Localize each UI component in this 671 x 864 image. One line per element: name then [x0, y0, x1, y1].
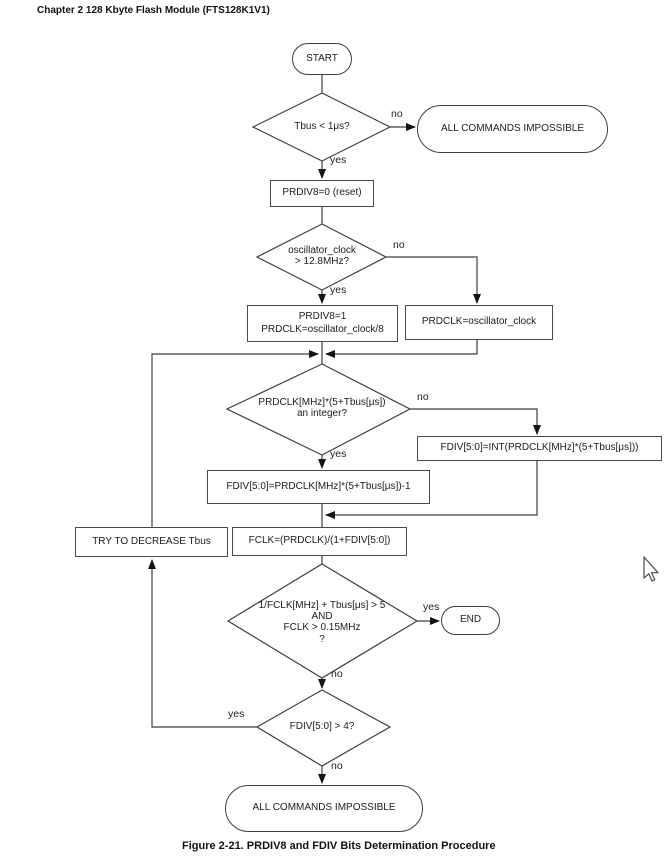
branch-label-no-fdiv4: no — [331, 760, 343, 772]
decision-fclk-line4: ? — [319, 633, 325, 645]
branch-label-yes-osc: yes — [330, 284, 347, 296]
decision-integer-line1: PRDCLK[MHz]*(5+Tbus[μs]) — [258, 397, 386, 408]
branch-label-no-fclk: no — [331, 668, 343, 680]
process-prdclk-osc: PRDCLK=oscillator_clock — [405, 305, 553, 340]
decision-fclk-text: 1/FCLK[MHz] + Tbus[μs] > 5 AND FCLK > 0.… — [232, 600, 412, 645]
decision-fdiv4-text: FDIV[5:0] > 4? — [289, 721, 355, 732]
decision-integer-text: PRDCLK[MHz]*(5+Tbus[μs]) an integer? — [232, 397, 412, 419]
mouse-cursor-icon — [643, 556, 659, 582]
process-fdiv-minus1-label: FDIV[5:0]=PRDCLK[MHz]*(5+Tbus[μs])-1 — [226, 480, 411, 492]
decision-osc-line2: > 12.8MHz? — [294, 256, 350, 268]
process-try-decrease-tbus-label: TRY TO DECREASE Tbus — [92, 535, 211, 547]
all-commands-impossible-top-label: ALL COMMANDS IMPOSSIBLE — [441, 122, 584, 134]
branch-label-no-tbus: no — [391, 108, 403, 120]
process-prdiv8-reset-label: PRDIV8=0 (reset) — [282, 187, 362, 199]
all-commands-impossible-bottom: ALL COMMANDS IMPOSSIBLE — [225, 785, 423, 832]
process-prdiv8-reset: PRDIV8=0 (reset) — [270, 180, 374, 207]
process-prdiv8-1-line1: PRDIV8=1 — [298, 311, 347, 322]
process-fdiv-int: FDIV[5:0]=INT(PRDCLK[MHz]*(5+Tbus[μs])) — [417, 436, 662, 461]
process-prdiv8-1: PRDIV8=1 PRDCLK=oscillator_clock/8 — [247, 305, 398, 342]
start-terminator: START — [292, 43, 352, 75]
decision-fclk-line2: AND — [311, 611, 333, 623]
branch-label-no-integer: no — [417, 391, 429, 403]
decision-osc-diamond — [255, 223, 388, 291]
decision-fclk-diamond — [226, 563, 419, 679]
process-prdclk-osc-label: PRDCLK=oscillator_clock — [421, 316, 537, 328]
branch-label-no-osc: no — [393, 239, 405, 251]
decision-osc-line1: oscillator_clock — [288, 245, 356, 256]
decision-integer-diamond — [225, 363, 412, 456]
branch-label-yes-fclk: yes — [423, 601, 440, 613]
process-fdiv-int-label: FDIV[5:0]=INT(PRDCLK[MHz]*(5+Tbus[μs])) — [440, 442, 639, 454]
figure-caption: Figure 2-21. PRDIV8 and FDIV Bits Determ… — [182, 840, 496, 852]
decision-integer-line2: an integer? — [296, 408, 348, 420]
branch-label-yes-fdiv4: yes — [228, 708, 245, 720]
all-commands-impossible-bottom-label: ALL COMMANDS IMPOSSIBLE — [252, 802, 396, 814]
process-fclk: FCLK=(PRDCLK)/(1+FDIV[5:0]) — [232, 527, 407, 556]
end-terminator: END — [441, 606, 500, 635]
process-try-decrease-tbus: TRY TO DECREASE Tbus — [75, 527, 228, 557]
end-label: END — [459, 614, 482, 626]
decision-osc-text: oscillator_clock > 12.8MHz? — [252, 245, 392, 267]
start-label: START — [306, 52, 338, 64]
all-commands-impossible-top: ALL COMMANDS IMPOSSIBLE — [417, 105, 608, 153]
decision-fdiv4-diamond — [255, 689, 392, 767]
branch-label-yes-tbus: yes — [330, 154, 347, 166]
page-header: Chapter 2 128 Kbyte Flash Module (FTS128… — [37, 5, 270, 16]
decision-fclk-line3: FCLK > 0.15MHz — [283, 622, 361, 634]
decision-fclk-line1: 1/FCLK[MHz] + Tbus[μs] > 5 — [258, 600, 386, 611]
decision-tbus-diamond — [251, 92, 392, 162]
branch-label-yes-integer: yes — [330, 448, 347, 460]
process-fdiv-minus1: FDIV[5:0]=PRDCLK[MHz]*(5+Tbus[μs])-1 — [207, 470, 430, 504]
process-fclk-label: FCLK=(PRDCLK)/(1+FDIV[5:0]) — [248, 535, 391, 547]
decision-tbus-text: Tbus < 1μs? — [294, 121, 350, 132]
process-prdiv8-1-line2: PRDCLK=oscillator_clock/8 — [261, 323, 384, 335]
